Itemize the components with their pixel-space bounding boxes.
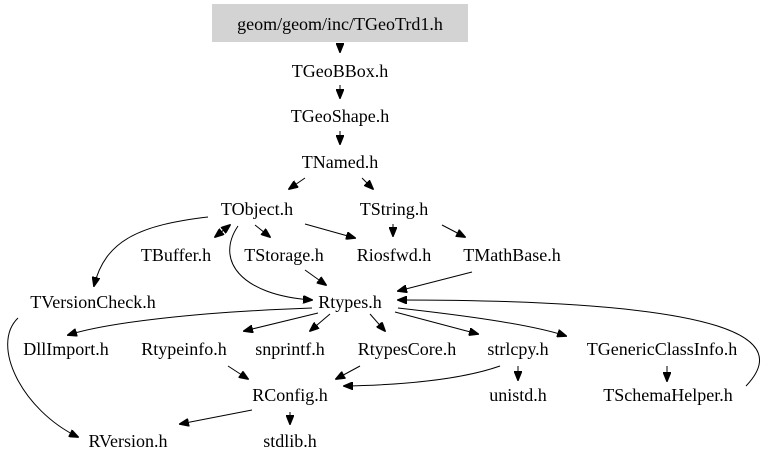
edge-string-mathbase — [441, 224, 465, 237]
edge-storage-rtypes — [304, 269, 326, 285]
node-tstring[interactable]: TString.h — [360, 199, 429, 219]
node-tgenericclassinfo-label: TGenericClassInfo.h — [587, 339, 737, 359]
node-tgenericclassinfo[interactable]: TGenericClassInfo.h — [587, 339, 737, 359]
edge-rconfig-rversion — [180, 409, 253, 424]
edge-named-string — [361, 177, 373, 189]
edge-rtcore-rconfig — [336, 365, 361, 379]
edge-object-rtypes — [229, 225, 312, 300]
node-tmathbase[interactable]: TMathBase.h — [463, 245, 560, 265]
node-rversion[interactable]: RVersion.h — [88, 431, 167, 451]
node-strlcpy[interactable]: strlcpy.h — [487, 339, 548, 359]
node-tobject[interactable]: TObject.h — [221, 199, 293, 219]
node-tversioncheck-label: TVersionCheck.h — [30, 292, 155, 312]
node-riosfwd[interactable]: Riosfwd.h — [357, 245, 432, 265]
edge-buffer-object — [214, 225, 230, 238]
node-stdlib-label: stdlib.h — [263, 431, 317, 451]
node-snprintf[interactable]: snprintf.h — [255, 339, 325, 359]
node-unistd-label: unistd.h — [489, 385, 547, 405]
node-tbuffer-label: TBuffer.h — [141, 245, 211, 265]
node-rtypeinfo[interactable]: Rtypeinfo.h — [141, 339, 227, 359]
node-tmathbase-label: TMathBase.h — [463, 245, 560, 265]
edge-rtypeinfo-rconfig — [227, 365, 248, 379]
node-tstorage[interactable]: TStorage.h — [244, 245, 323, 265]
edge-schema-rtypes — [398, 300, 760, 387]
node-tbuffer[interactable]: TBuffer.h — [141, 245, 211, 265]
node-rversion-label: RVersion.h — [88, 431, 167, 451]
node-stdlib[interactable]: stdlib.h — [263, 431, 317, 451]
edge-rtypes-strlcpy — [394, 311, 478, 334]
nodes: geom/geom/inc/TGeoTrd1.h TGeoBBox.h TGeo… — [23, 4, 737, 451]
node-strlcpy-label: strlcpy.h — [487, 339, 548, 359]
node-tgeoshape-label: TGeoShape.h — [291, 106, 389, 126]
node-rtypes[interactable]: Rtypes.h — [318, 292, 382, 312]
node-tgeotrd1-label: geom/geom/inc/TGeoTrd1.h — [237, 14, 443, 34]
node-tschemahelper[interactable]: TSchemaHelper.h — [603, 385, 732, 405]
node-rconfig-label: RConfig.h — [252, 385, 328, 405]
node-tgeoshape[interactable]: TGeoShape.h — [291, 106, 389, 126]
edge-rtypes-snprintf — [310, 313, 331, 331]
edge-rtypes-rtypeinfo — [244, 312, 319, 331]
node-rtypes-label: Rtypes.h — [318, 292, 382, 312]
node-tnamed[interactable]: TNamed.h — [302, 152, 378, 172]
edge-named-object — [289, 177, 306, 189]
edge-object-vcheck — [94, 216, 209, 286]
node-dllimport-label: DllImport.h — [23, 339, 109, 359]
node-tversioncheck[interactable]: TVersionCheck.h — [30, 292, 155, 312]
edge-object-storage — [254, 224, 270, 237]
node-rtypescore-label: RtypesCore.h — [358, 339, 457, 359]
node-riosfwd-label: Riosfwd.h — [357, 245, 432, 265]
node-tnamed-label: TNamed.h — [302, 152, 378, 172]
node-rtypescore[interactable]: RtypesCore.h — [358, 339, 457, 359]
node-snprintf-label: snprintf.h — [255, 339, 325, 359]
edge-rtypes-rtcore — [369, 313, 385, 331]
node-tobject-label: TObject.h — [221, 199, 293, 219]
node-rconfig[interactable]: RConfig.h — [252, 385, 328, 405]
edge-mathbase-rtypes — [398, 271, 473, 291]
node-tstorage-label: TStorage.h — [244, 245, 323, 265]
node-tgeobbox-label: TGeoBBox.h — [292, 61, 389, 81]
node-tgeotrd1[interactable]: geom/geom/inc/TGeoTrd1.h — [212, 4, 468, 42]
node-dllimport[interactable]: DllImport.h — [23, 339, 109, 359]
node-tgeobbox[interactable]: TGeoBBox.h — [292, 61, 389, 81]
edge-rtypes-dllimport — [68, 307, 313, 335]
node-tschemahelper-label: TSchemaHelper.h — [603, 385, 732, 405]
node-unistd[interactable]: unistd.h — [489, 385, 547, 405]
node-tgeotrd1-box — [212, 4, 468, 42]
node-tstring-label: TString.h — [360, 199, 429, 219]
edge-strlcpy-rconfig — [344, 365, 501, 386]
edge-vcheck-rversion — [7, 317, 78, 437]
edges — [7, 43, 760, 437]
edge-rtypes-gci — [397, 307, 566, 336]
edge-object-riosfwd — [304, 223, 355, 238]
node-rtypeinfo-label: Rtypeinfo.h — [141, 339, 227, 359]
